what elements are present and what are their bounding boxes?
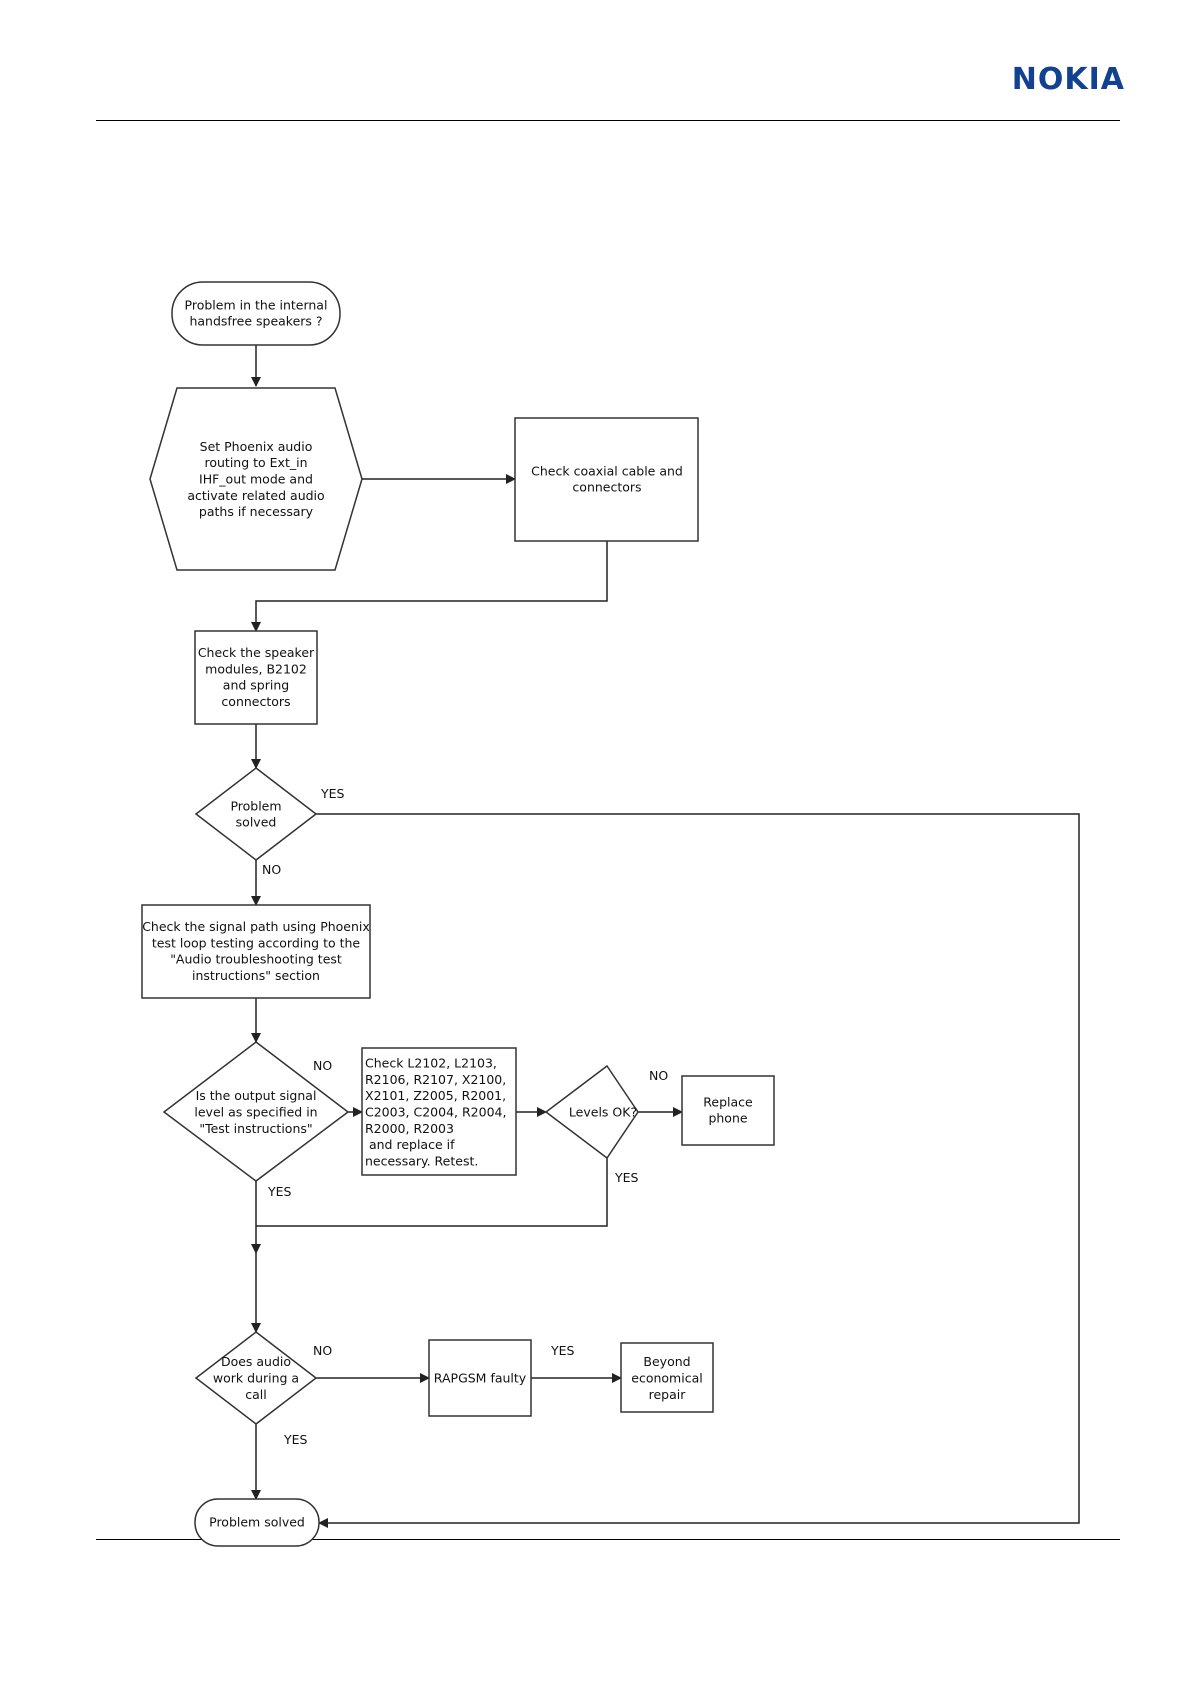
node-line: routing to Ext_in [204,455,307,470]
node-line: Check the signal path using Phoenix [142,919,370,934]
node-text-check-coax: Check coaxial cable and connectors [531,463,683,494]
rapgsm-faulty-box [428,1339,532,1417]
node-line: Does audio [221,1354,291,1369]
label-yes-audio-call: YES [283,1432,308,1447]
node-text-problem-solved-q: Problem solved [230,798,281,829]
set-phoenix-hexagon [149,387,363,571]
node-line: Problem in the internal [185,297,328,312]
label-yes-rapgsm: YES [550,1343,575,1358]
node-line: economical [631,1371,702,1386]
node-line: and spring [223,678,289,693]
check-coax-box [514,417,699,542]
node-line: level as specified in [194,1105,317,1120]
label-no-output-level: NO [313,1058,332,1073]
node-line: and replace if [365,1137,455,1152]
node-text-replace-phone: Replace phone [703,1094,753,1125]
node-line: Check L2102, L2103, [365,1056,497,1071]
nokia-logo: NOKIA [1011,62,1125,97]
shapes [141,281,775,1547]
node-text-levels-ok-q: Levels OK? [569,1105,637,1120]
edge-labels: YES NO NO YES NO YES NO YES YES [262,786,668,1447]
node-line: Set Phoenix audio [200,439,313,454]
node-text-start: Problem in the internal handsfree speaker… [185,297,328,328]
edge-q3-yes-merge [256,1158,608,1227]
node-line: Check the speaker [198,645,315,660]
label-yes-output-level: YES [267,1184,292,1199]
node-line: "Audio troubleshooting test [170,952,342,967]
node-line: Levels OK? [569,1105,637,1120]
node-labels: Problem in the internal handsfree speaker… [142,297,753,1529]
footer-rule [96,1539,1120,1540]
node-line: work during a [213,1371,299,1386]
label-yes-problem-solved: YES [320,786,345,801]
node-line: Is the output signal [196,1088,317,1103]
node-text-rapgsm-faulty: RAPGSM faulty [434,1371,527,1386]
label-no-levels-ok: NO [649,1068,668,1083]
node-line: X2101, Z2005, R2001, [365,1088,506,1103]
node-line: C2003, C2004, R2004, [365,1105,506,1120]
node-line: connectors [221,694,290,709]
node-line: activate related audio [187,488,324,503]
node-line: Problem [230,798,281,813]
edge-q1-yes-to-end [316,813,1080,1528]
node-line: repair [649,1387,687,1402]
header-rule [96,120,1120,121]
replace-phone-box [681,1075,775,1146]
node-line: Beyond [643,1354,690,1369]
problem-solved-decision [194,767,318,861]
check-signal-box [141,904,371,999]
node-line: Replace [703,1094,753,1109]
node-text-problem-solved-end: Problem solved [209,1515,305,1530]
node-line: paths if necessary [199,504,314,519]
connectors [251,345,1080,1528]
levels-ok-decision [544,1064,639,1160]
node-line: RAPGSM faulty [434,1371,527,1386]
node-line: connectors [572,480,641,495]
node-line: instructions" section [192,968,320,983]
output-level-decision [162,1041,350,1182]
node-line: "Test instructions" [199,1121,312,1136]
check-speaker-box [194,630,318,725]
node-line: modules, B2102 [205,661,307,676]
problem-solved-terminator [194,1498,320,1547]
node-line: handsfree speakers ? [189,314,322,329]
label-no-problem-solved: NO [262,862,281,877]
start-terminator [171,281,341,346]
label-no-audio-call: NO [313,1343,332,1358]
node-text-check-components: Check L2102, L2103,R2106, R2107, X2100,X… [365,1056,506,1169]
node-line: R2000, R2003 [365,1121,454,1136]
node-line: R2106, R2107, X2100, [365,1072,506,1087]
check-components-box [361,1047,517,1176]
node-text-output-level-q: Is the output signal level as specified i… [194,1088,317,1136]
node-line: solved [236,815,277,830]
node-line: Problem solved [209,1515,305,1530]
audio-call-decision [194,1331,318,1425]
edge-coax-to-speaker [251,541,608,632]
node-line: phone [708,1111,747,1126]
node-line: call [245,1387,266,1402]
node-line: test loop testing according to the [152,935,361,950]
node-line: IHF_out mode and [199,472,313,487]
node-line: Check coaxial cable and [531,463,683,478]
node-line: necessary. Retest. [365,1153,478,1168]
label-yes-levels-ok: YES [614,1170,639,1185]
beyond-repair-box [620,1342,714,1413]
